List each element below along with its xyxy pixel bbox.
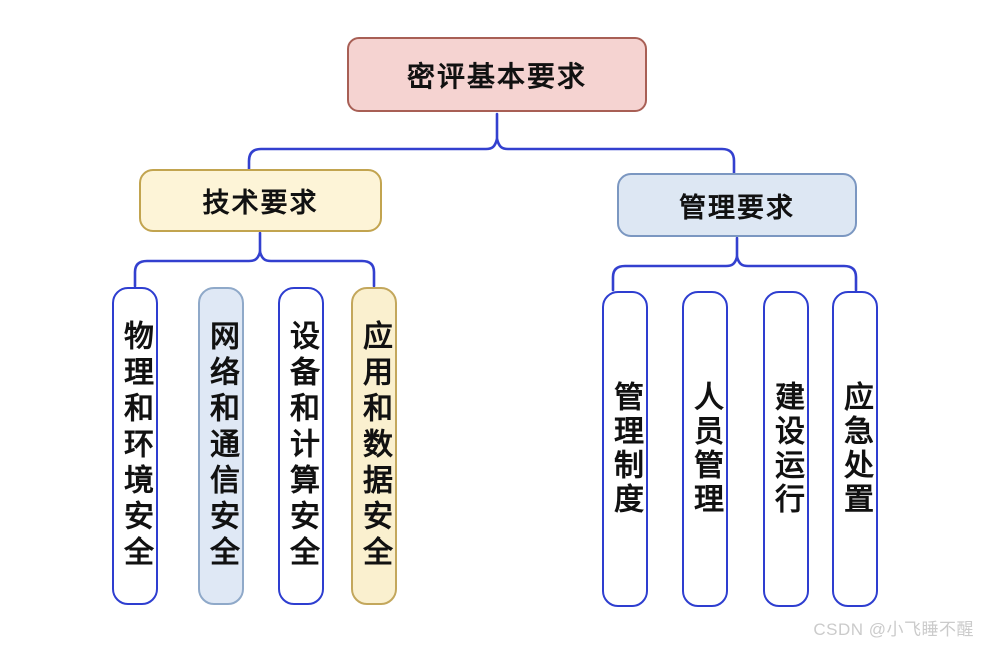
leaf-network-communication-security: 网络和通信安全 [198, 287, 244, 605]
node-root: 密评基本要求 [347, 37, 647, 112]
node-technical-requirements: 技术要求 [139, 169, 382, 232]
leaf-management-system-label: 管理制度 [609, 381, 642, 517]
node-management-requirements-label: 管理要求 [679, 192, 795, 223]
leaf-application-data-security: 应用和数据安全 [351, 287, 397, 605]
leaf-network-communication-security-label: 网络和通信安全 [205, 320, 238, 572]
node-management-requirements: 管理要求 [617, 173, 857, 237]
leaf-physical-environment-security: 物理和环境安全 [112, 287, 158, 605]
leaf-application-data-security-label: 应用和数据安全 [358, 320, 391, 572]
tech-leaves-brace [133, 247, 376, 288]
leaf-physical-environment-security-label: 物理和环境安全 [119, 320, 152, 572]
node-root-label: 密评基本要求 [406, 60, 587, 92]
leaf-management-system: 管理制度 [602, 291, 648, 607]
node-technical-requirements-label: 技术要求 [202, 188, 319, 218]
leaf-construction-operation-label: 建设运行 [770, 381, 803, 517]
leaf-personnel-management-label: 人员管理 [689, 381, 722, 517]
leaf-emergency-response: 应急处置 [832, 291, 878, 607]
mgmt-leaves-brace [611, 252, 858, 292]
leaf-device-computing-security: 设备和计算安全 [278, 287, 324, 605]
root-branches-brace [247, 138, 736, 175]
leaf-device-computing-security-label: 设备和计算安全 [285, 320, 318, 572]
leaf-construction-operation: 建设运行 [763, 291, 809, 607]
leaf-personnel-management: 人员管理 [682, 291, 728, 607]
csdn-watermark: CSDN @小飞睡不醒 [813, 620, 974, 639]
leaf-emergency-response-label: 应急处置 [839, 381, 872, 517]
